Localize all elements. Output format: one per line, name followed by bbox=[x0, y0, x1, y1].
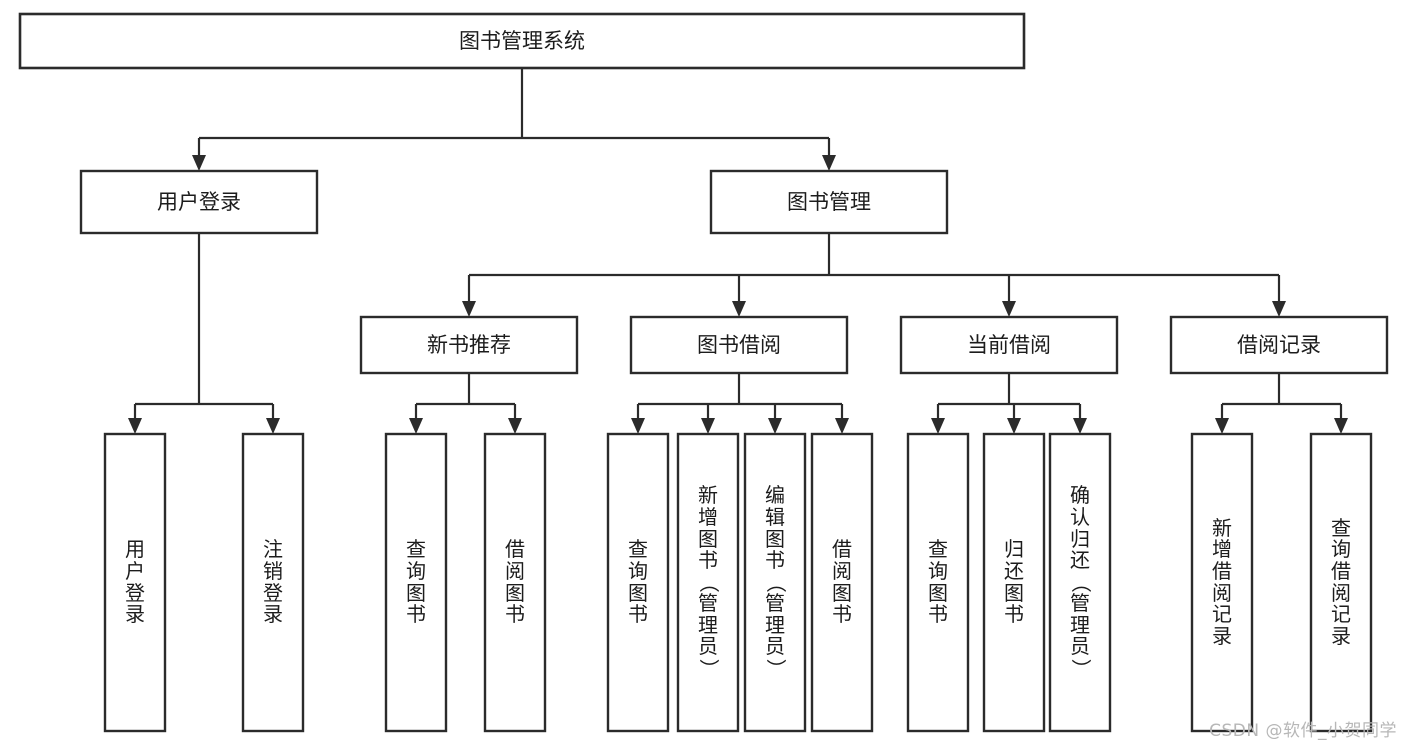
node-box bbox=[241, 432, 305, 733]
node-box bbox=[810, 432, 874, 733]
node-level3-0[interactable]: 新书推荐 bbox=[359, 315, 579, 375]
node-label: 新增借阅记录 bbox=[1212, 515, 1232, 648]
arrow-head-icon bbox=[631, 418, 645, 434]
node-box bbox=[79, 169, 319, 235]
node-label: 图书管理 bbox=[787, 190, 871, 214]
node-box bbox=[676, 432, 740, 733]
node-level3-3[interactable]: 借阅记录 bbox=[1169, 315, 1389, 375]
arrow-head-icon bbox=[732, 301, 746, 317]
arrow-head-icon bbox=[1007, 418, 1021, 434]
arrow-head-icon bbox=[462, 301, 476, 317]
node-label: 查询图书 bbox=[928, 537, 948, 627]
node-box bbox=[709, 169, 949, 235]
arrow-head-icon bbox=[701, 418, 715, 434]
arrow-head-icon bbox=[508, 418, 522, 434]
node-box bbox=[18, 12, 1026, 70]
node-label: 图书管理系统 bbox=[459, 29, 585, 53]
node-level2-1[interactable]: 图书管理 bbox=[709, 169, 949, 235]
arrow-head-icon bbox=[1334, 418, 1348, 434]
node-box bbox=[1190, 432, 1254, 733]
node-label: 新书推荐 bbox=[427, 333, 511, 357]
node-label-vertical: 用户登录 bbox=[125, 537, 145, 627]
node-box bbox=[359, 315, 579, 375]
node-level3-1[interactable]: 图书借阅 bbox=[629, 315, 849, 375]
node-leaf-0[interactable]: 用户登录 bbox=[103, 432, 167, 733]
node-box bbox=[483, 432, 547, 733]
arrow-head-icon bbox=[768, 418, 782, 434]
arrow-head-icon bbox=[409, 418, 423, 434]
node-label: 用户登录 bbox=[157, 190, 241, 214]
arrow-head-icon bbox=[835, 418, 849, 434]
edges-layer bbox=[128, 68, 1348, 434]
node-box bbox=[982, 432, 1046, 733]
arrow-head-icon bbox=[266, 418, 280, 434]
node-box bbox=[743, 432, 807, 733]
node-label: 确认归还（管理员） bbox=[1068, 483, 1093, 679]
node-box bbox=[1048, 432, 1112, 733]
node-root[interactable]: 图书管理系统 bbox=[18, 12, 1026, 70]
node-label: 借阅图书 bbox=[832, 537, 852, 627]
arrow-head-icon bbox=[1215, 418, 1229, 434]
node-label: 归还图书 bbox=[1004, 537, 1024, 627]
node-label: 借阅记录 bbox=[1237, 333, 1321, 357]
arrow-head-icon bbox=[1073, 418, 1087, 434]
node-box bbox=[629, 315, 849, 375]
node-label: 新增图书（管理员） bbox=[696, 483, 721, 679]
node-box bbox=[906, 432, 970, 733]
node-label: 注销登录 bbox=[263, 537, 283, 627]
node-box bbox=[899, 315, 1119, 375]
node-label: 当前借阅 bbox=[967, 333, 1051, 357]
node-label: 借阅图书 bbox=[505, 537, 525, 627]
node-box bbox=[384, 432, 448, 733]
node-level2-0[interactable]: 用户登录 bbox=[79, 169, 319, 235]
arrow-head-icon bbox=[192, 155, 206, 171]
arrow-head-icon bbox=[1002, 301, 1016, 317]
node-label: 查询借阅记录 bbox=[1331, 515, 1351, 648]
node-label: 编辑图书（管理员） bbox=[763, 483, 788, 679]
node-label: 查询图书 bbox=[406, 537, 426, 627]
node-box bbox=[103, 432, 167, 733]
node-box bbox=[1309, 432, 1373, 733]
node-label: 用户登录 bbox=[125, 537, 145, 627]
node-box bbox=[1169, 315, 1389, 375]
node-box bbox=[606, 432, 670, 733]
nodes-layer: 图书管理系统用户登录图书管理新书推荐图书借阅当前借阅借阅记录用户登录注销登录查询… bbox=[18, 12, 1389, 733]
arrow-head-icon bbox=[1272, 301, 1286, 317]
arrow-head-icon bbox=[822, 155, 836, 171]
arrow-head-icon bbox=[931, 418, 945, 434]
node-label: 图书借阅 bbox=[697, 333, 781, 357]
node-label: 查询图书 bbox=[628, 537, 648, 627]
watermark-text: CSDN @软件_小贺同学 bbox=[1209, 721, 1397, 741]
arrow-head-icon bbox=[128, 418, 142, 434]
node-level3-2[interactable]: 当前借阅 bbox=[899, 315, 1119, 375]
